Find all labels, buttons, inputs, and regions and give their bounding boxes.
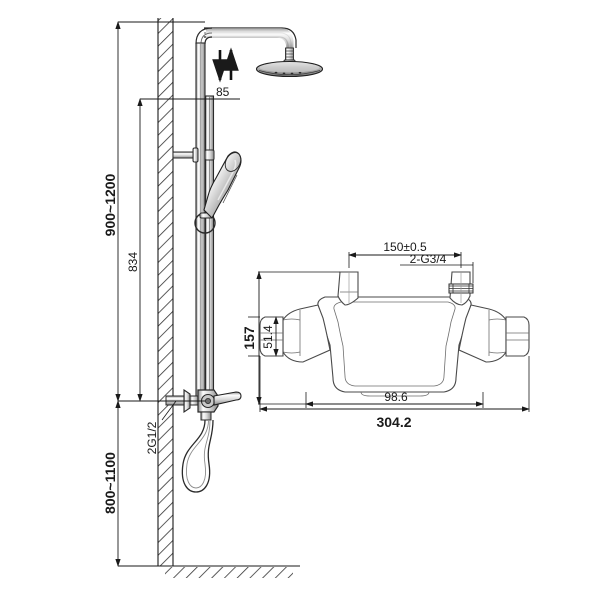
dimension-label-inlet-centers: 150±0.5 (383, 240, 427, 254)
dimension-label-body-height: 51.4 (261, 325, 275, 349)
wall-section (157, 18, 174, 566)
dimension-label-overall-upper: 900~1200 (102, 173, 118, 236)
dimension-body-width: 98.6 (305, 390, 484, 407)
dimension-label-inlet-thread-detail: 2-G3/4 (410, 252, 447, 266)
mixer-valve-detail-view (259, 271, 530, 397)
dimension-overall-height: 157 (241, 271, 262, 405)
riser-wall-bracket (172, 147, 215, 163)
elevation-extension-lines (118, 21, 240, 567)
dimension-overall-upper: 900~1200 (102, 21, 121, 402)
mixer-valve-elevation (165, 388, 242, 421)
dimension-label-overall-height: 157 (241, 326, 257, 350)
shower-arm-assembly (204, 27, 297, 50)
hand-shower (203, 151, 242, 219)
dimension-overall-lower: 800~1100 (102, 400, 121, 567)
dimension-label-arm-offset: 85 (216, 85, 230, 99)
rain-shower-head (255, 47, 324, 78)
slide-direction-arrows (212, 47, 239, 83)
dimension-label-riser-height: 834 (126, 252, 140, 272)
dimension-label-overall-width: 304.2 (376, 414, 411, 430)
dimension-label-overall-lower: 800~1100 (102, 452, 118, 514)
dimension-arm-offset: 85 (216, 85, 230, 99)
flexible-hose (181, 419, 214, 493)
dimension-label-body-width: 98.6 (384, 390, 408, 404)
floor-section (158, 565, 300, 578)
dimension-label-inlet-thread-elevation: 2G1/2 (145, 421, 159, 454)
dimension-inlet-centers: 150±0.5 (348, 240, 462, 258)
dimension-inlet-thread-elevation: 2G1/2 (145, 400, 177, 454)
dimension-body-height: 51.4 (261, 316, 279, 357)
dimension-inlet-thread-detail: 2-G3/4 (400, 252, 473, 266)
dimension-overall-width: 304.2 (259, 406, 530, 430)
dimension-riser-height: 834 (126, 98, 143, 402)
